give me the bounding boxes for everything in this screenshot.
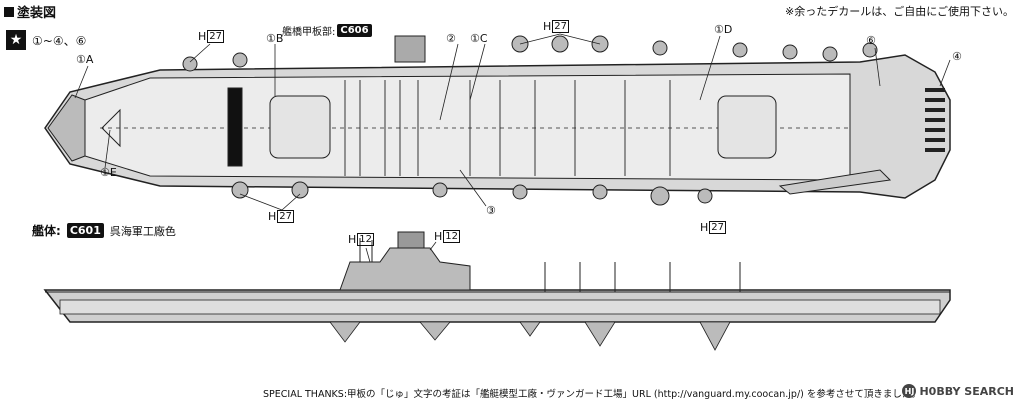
logo-badge-icon: HJ (902, 384, 917, 398)
callout-1d: ①D (714, 23, 733, 36)
side-view (43, 231, 951, 351)
callout-1c: ①C (470, 32, 488, 45)
star-legend: ★ ①~④、⑥ (6, 30, 86, 50)
section-title: 塗装図 (4, 2, 56, 21)
hull-color-label: 艦体: C601 呉海軍工廠色 (32, 222, 176, 239)
star-range-text: ①~④、⑥ (32, 33, 87, 48)
square-icon (4, 6, 14, 17)
callout-6: ⑥ (866, 34, 876, 47)
bridge-deck-text: 艦橋甲板部: (282, 27, 336, 38)
bridge-deck-code: C606 (337, 24, 372, 37)
hull-color-name: 呉海軍工廠色 (109, 224, 176, 238)
hull-code: C601 (66, 223, 104, 238)
hull-label-text: 艦体: (32, 224, 61, 238)
section-title-text: 塗装図 (17, 6, 57, 21)
callout-1b: ①B (266, 32, 284, 45)
callout-3: ③ (486, 204, 496, 217)
hobby-search-logo: HJ H0BBY SEARCH (902, 384, 1014, 398)
callout-1e: ①E (100, 166, 117, 179)
logo-text: H0BBY SEARCH (919, 384, 1014, 398)
callout-1a: ①A (76, 53, 94, 66)
star-icon: ★ (6, 30, 26, 50)
special-thanks-text: SPECIAL THANKS:甲板の「じゅ」文字の考証は「艦艇模型工廠・ヴァンガ… (263, 389, 921, 400)
top-view (44, 33, 951, 211)
bridge-deck-label: 艦橋甲板部: C606 (282, 23, 372, 38)
callout-4: ④ (952, 50, 962, 63)
decal-note: ※余ったデカールは、ご自由にご使用下さい。 (785, 5, 1014, 18)
callout-2: ② (446, 32, 456, 45)
